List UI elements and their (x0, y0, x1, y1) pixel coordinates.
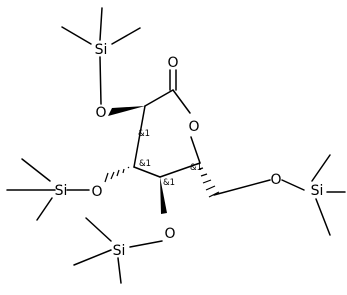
si-bottom-label: Si (113, 243, 126, 259)
tms-right-methyls (311, 154, 346, 236)
wedge-c4-o4 (160, 177, 167, 214)
hash-c3-o3 (104, 166, 130, 183)
bond-c1-ring-oxygen (172, 89, 191, 114)
ring-bonds (133, 89, 201, 178)
bond-o6-si-right (281, 179, 305, 191)
bond-o2-si-top (99, 56, 102, 105)
bond-ring-oxygen-c5 (190, 136, 201, 164)
stereo-label-c3: &1 (139, 159, 151, 169)
bond-c1-c2 (144, 89, 174, 107)
tms-left-methyls (6, 158, 56, 221)
si-right-label: Si (311, 183, 324, 199)
o6-label: O (270, 172, 281, 188)
o4-label: O (164, 226, 175, 242)
bond-o4-si-bottom (129, 240, 163, 248)
ring-oxygen-label: O (188, 119, 199, 135)
o3-label: O (91, 184, 102, 200)
carbonyl-oxygen-label: O (167, 55, 178, 71)
tms-top-methyls (61, 7, 141, 45)
carbonyl-double-bond (169, 69, 177, 91)
si-top-label: Si (95, 42, 108, 58)
atom-labels: O O O O O O Si Si Si Si (55, 42, 324, 259)
stereo-label-c5: &1 (190, 163, 202, 173)
o2-label: O (95, 105, 106, 121)
bond-c6-o6 (213, 179, 271, 196)
wedge-c2-o2 (108, 106, 145, 116)
stereo-annotations: &1 &1 &1 &1 (138, 129, 202, 188)
si-left-label: Si (55, 183, 68, 199)
bond-c5-c4 (159, 162, 201, 178)
substituent-bonds (66, 56, 305, 248)
tms-bottom-methyls (73, 217, 122, 284)
stereo-label-c2: &1 (138, 129, 150, 139)
bond-c4-c3 (133, 166, 161, 178)
stereo-label-c4: &1 (163, 178, 175, 188)
bond-c3-c2 (133, 105, 146, 168)
